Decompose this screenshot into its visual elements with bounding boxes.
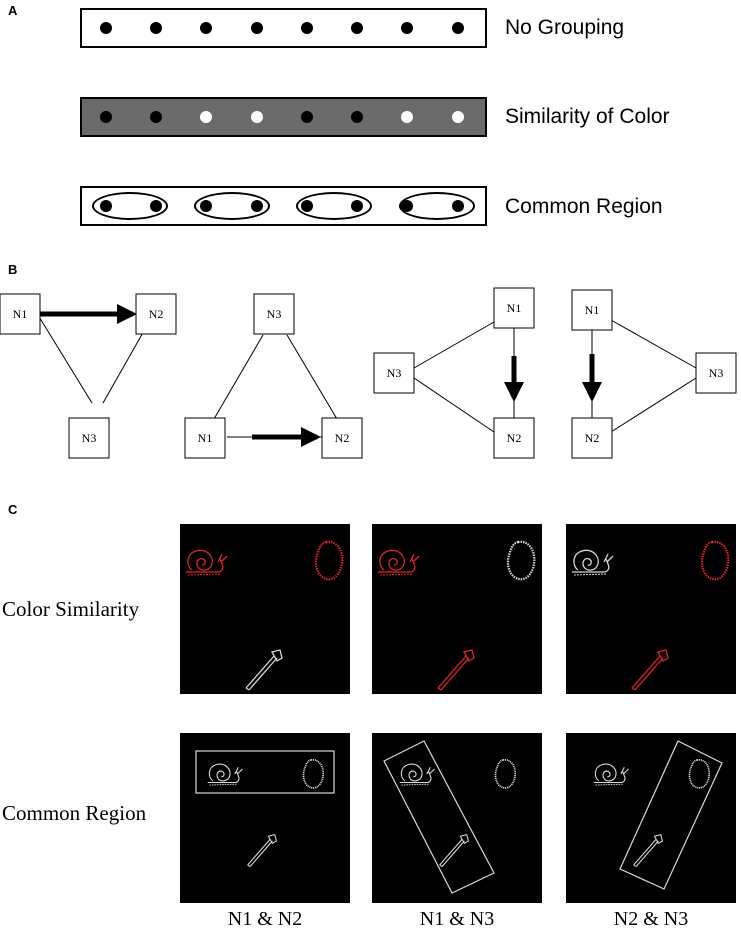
diagram-4: N1 N3 N2	[571, 289, 737, 459]
snail-icon	[572, 549, 614, 576]
dot	[301, 200, 313, 212]
panel-label-a: A	[8, 3, 18, 18]
node-label-n3: N3	[267, 307, 282, 321]
dot	[150, 22, 162, 34]
column-label-n2-n3: N2 & N3	[613, 908, 689, 930]
dot	[401, 111, 413, 123]
dot	[251, 200, 263, 212]
panel-label-c: C	[8, 502, 18, 517]
node-label-n1: N1	[585, 303, 600, 317]
snail-icon	[593, 763, 629, 786]
snail-icon	[378, 549, 420, 576]
node-n3	[253, 293, 295, 335]
region-ellipse	[296, 192, 372, 220]
node-label-n1: N1	[507, 301, 522, 315]
strip-label-common-region: Common Region	[505, 195, 663, 218]
dot	[251, 111, 263, 123]
toothbrush-icon	[633, 833, 663, 868]
dot	[452, 111, 464, 123]
node-label-n2: N2	[507, 431, 522, 445]
node-n1	[493, 287, 535, 329]
row-label-color-similarity: Color Similarity	[2, 597, 140, 621]
region-rectangle	[619, 740, 723, 890]
diagram-1: N1 N2 N3	[0, 293, 177, 459]
dot	[200, 200, 212, 212]
dot	[150, 111, 162, 123]
dot	[452, 200, 464, 212]
leaf-icon	[494, 759, 517, 789]
node-label-n3: N3	[709, 366, 724, 380]
toothbrush-icon	[631, 649, 669, 691]
dot	[401, 200, 413, 212]
node-label-n2: N2	[585, 431, 600, 445]
snail-icon	[207, 763, 243, 786]
dot	[200, 111, 212, 123]
dot	[452, 22, 464, 34]
node-n2	[321, 417, 363, 459]
leaf-icon	[314, 540, 344, 581]
region-rectangle	[383, 740, 495, 894]
dot	[351, 22, 363, 34]
dot	[401, 22, 413, 34]
dot	[200, 22, 212, 34]
node-n2	[571, 417, 613, 459]
node-label-n3: N3	[82, 431, 97, 445]
stimulus-region-n1-n3	[372, 733, 542, 903]
node-n3	[68, 417, 110, 459]
dot	[351, 200, 363, 212]
dot	[100, 200, 112, 212]
column-label-n1-n2: N1 & N2	[227, 908, 303, 930]
region-ellipse	[92, 192, 168, 220]
node-n3	[695, 352, 737, 394]
dot	[150, 200, 162, 212]
strip-common-region	[80, 186, 487, 226]
column-label-n1-n3: N1 & N3	[419, 908, 495, 930]
strip-label-similarity-of-color: Similarity of Color	[505, 105, 670, 128]
snail-icon	[399, 763, 435, 786]
node-label-n1: N1	[13, 307, 28, 321]
region-rectangle	[195, 750, 335, 794]
toothbrush-icon	[245, 649, 283, 691]
stimulus-region-n1-n2	[180, 733, 350, 903]
region-ellipse	[399, 192, 475, 220]
strip-similarity-of-color	[80, 97, 487, 137]
dot	[301, 111, 313, 123]
stimulus-color-n2-n3	[566, 524, 736, 694]
strip-no-grouping	[80, 8, 487, 48]
dot	[251, 22, 263, 34]
panel-label-b: B	[8, 262, 18, 277]
node-label-n2: N2	[335, 431, 350, 445]
node-n1	[571, 289, 613, 331]
stimulus-region-n2-n3	[566, 733, 736, 903]
diagram-3: N1 N3 N2	[373, 287, 535, 459]
toothbrush-icon	[247, 833, 277, 868]
node-n1	[184, 417, 226, 459]
node-n3	[373, 352, 415, 394]
node-label-n1: N1	[198, 431, 213, 445]
dot	[301, 22, 313, 34]
dot	[100, 111, 112, 123]
dot	[100, 22, 112, 34]
toothbrush-icon	[437, 649, 475, 691]
node-n2	[493, 417, 535, 459]
toothbrush-icon	[439, 833, 469, 868]
leaf-icon	[688, 759, 711, 789]
snail-icon	[186, 549, 228, 576]
node-label-n2: N2	[149, 307, 164, 321]
stimulus-color-n1-n2	[180, 524, 350, 694]
region-ellipse	[194, 192, 270, 220]
node-n2	[135, 293, 177, 335]
leaf-icon	[700, 540, 730, 581]
leaf-icon	[506, 540, 536, 581]
node-n1	[0, 293, 41, 335]
network-diagrams: N1 N2 N3 N3 N1 N2 N1 N3 N2 N1	[0, 287, 737, 459]
diagram-2: N3 N1 N2	[184, 293, 363, 459]
node-label-n3: N3	[387, 366, 402, 380]
row-label-common-region: Common Region	[2, 801, 147, 825]
leaf-icon	[302, 759, 325, 789]
dot	[351, 111, 363, 123]
stimulus-color-n1-n3	[372, 524, 542, 694]
strip-label-no-grouping: No Grouping	[505, 16, 625, 39]
